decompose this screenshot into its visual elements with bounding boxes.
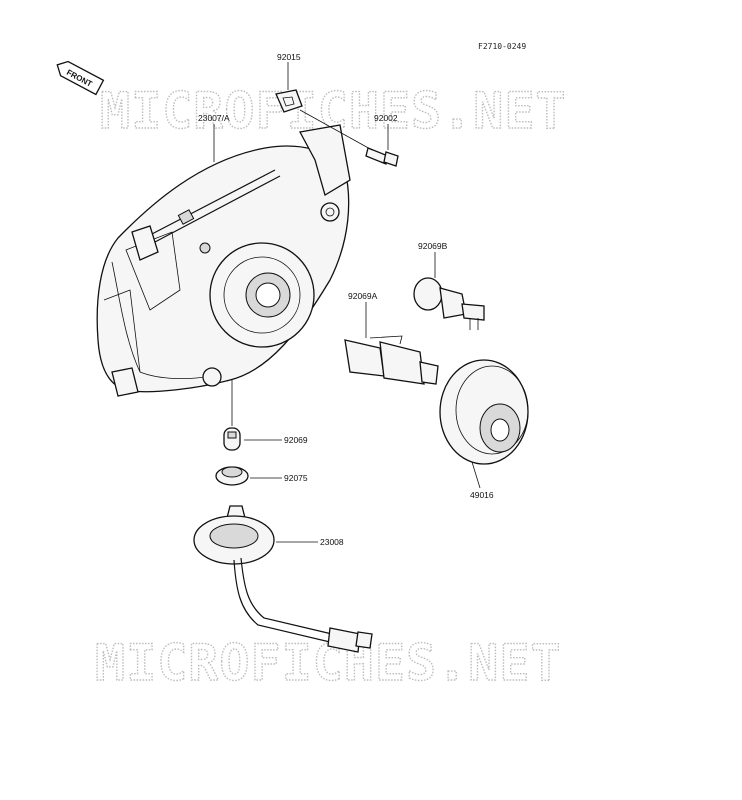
part-23008-socket-harness: [193, 505, 373, 653]
label-49016[interactable]: 49016: [470, 490, 494, 500]
label-92069b[interactable]: 92069B: [418, 241, 448, 251]
part-92069-small-bulb: [223, 427, 241, 451]
label-23008[interactable]: 23008: [320, 537, 344, 547]
part-92002-bolt: [365, 147, 399, 167]
diagram-code: F2710-0249: [478, 42, 526, 51]
label-92015[interactable]: 92015: [277, 52, 301, 62]
part-49016-cover: [439, 359, 529, 465]
part-92075-grommet: [215, 466, 249, 486]
label-23007a[interactable]: 23007/A: [198, 113, 230, 123]
front-arrow-icon: FRONT: [56, 60, 105, 96]
label-92002[interactable]: 92002: [374, 113, 398, 123]
headlight-housing: [96, 124, 351, 397]
part-92069b-bulb: [413, 277, 485, 330]
label-92069[interactable]: 92069: [284, 435, 308, 445]
label-92075[interactable]: 92075: [284, 473, 308, 483]
label-92069a[interactable]: 92069A: [348, 291, 378, 301]
part-92015-nut: [275, 89, 303, 113]
part-92069a-bulb: [344, 335, 439, 385]
